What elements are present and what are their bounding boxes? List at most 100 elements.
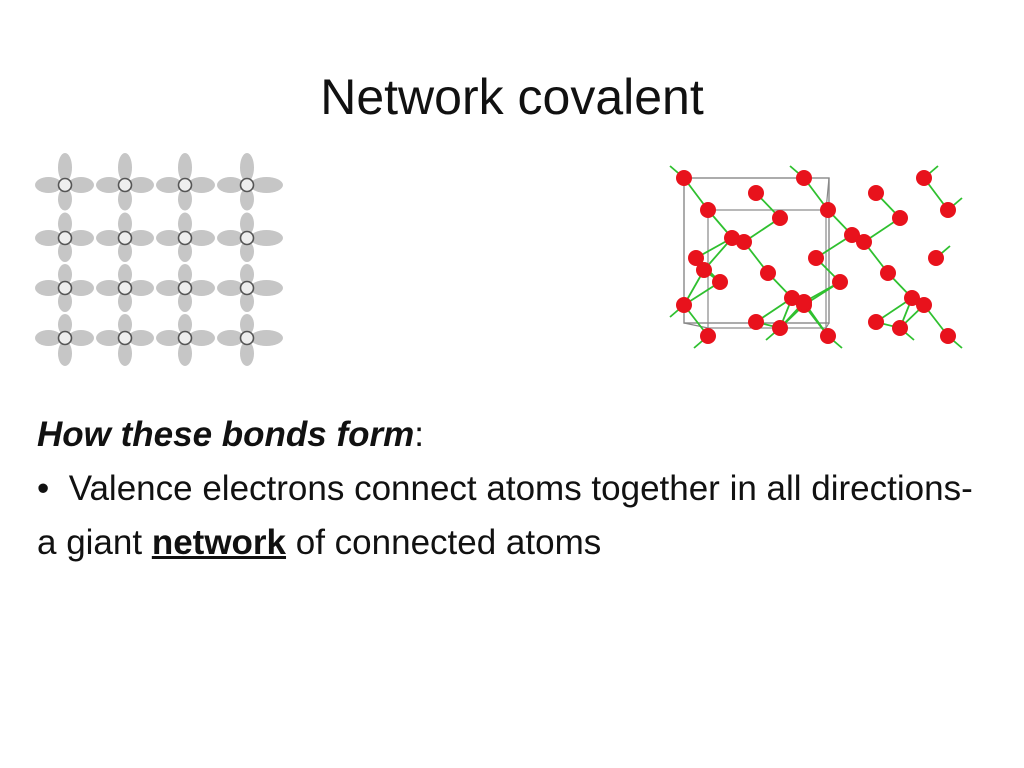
orbital-lobe	[188, 280, 215, 296]
crystal-structure-diagram	[669, 165, 963, 349]
crystal-atom	[844, 227, 860, 243]
orbital-lobe	[156, 280, 182, 296]
crystal-atom	[868, 185, 884, 201]
orbital-lobe	[240, 291, 254, 312]
orbital-lobe	[250, 330, 283, 346]
lattice-atom	[177, 177, 193, 193]
orbital-lobe	[178, 241, 192, 262]
crystal-atom	[868, 314, 884, 330]
crystal-atom	[904, 290, 920, 306]
lattice-atom	[117, 280, 133, 296]
orbital-lobe	[96, 280, 122, 296]
orbital-lobe	[118, 341, 132, 366]
lattice-atom	[177, 330, 193, 346]
orbital-lobe	[118, 264, 132, 285]
orbital-lobe	[178, 264, 192, 285]
crystal-atom	[712, 274, 728, 290]
orbital-lobe	[68, 177, 94, 193]
orbital-lobe	[240, 188, 254, 211]
orbital-lobe	[68, 230, 94, 246]
crystal-atom	[892, 320, 908, 336]
orbital-lobe	[35, 280, 62, 296]
lattice-atom	[239, 177, 255, 193]
crystal-atom	[688, 250, 704, 266]
orbital-lobe	[217, 230, 244, 246]
crystal-atom	[772, 210, 788, 226]
crystal-atom	[832, 274, 848, 290]
orbital-lobe	[188, 230, 215, 246]
crystal-atom	[820, 202, 836, 218]
crystal-atom	[940, 328, 956, 344]
lattice-atom	[239, 230, 255, 246]
orbital-lobe	[240, 212, 254, 235]
orbital-lobe	[58, 314, 72, 335]
lattice-atom	[177, 280, 193, 296]
orbital-lobe	[178, 212, 192, 235]
orbital-lobe	[35, 230, 62, 246]
lattice-atom	[117, 330, 133, 346]
orbital-lobe	[156, 230, 182, 246]
crystal-atom	[700, 202, 716, 218]
crystal-atom	[676, 170, 692, 186]
orbital-lobe	[118, 241, 132, 262]
orbital-lobe	[217, 177, 244, 193]
bullet-item: • Valence electrons connect atoms togeth…	[37, 462, 997, 570]
lattice-atom	[57, 280, 73, 296]
lattice-atom	[117, 230, 133, 246]
orbital-lobe	[58, 341, 72, 366]
crystal-atom	[696, 262, 712, 278]
lattice-atom	[117, 177, 133, 193]
orbital-lobe	[96, 177, 122, 193]
orbital-lobe	[96, 230, 122, 246]
crystal-atom	[928, 250, 944, 266]
lattice-atom	[57, 330, 73, 346]
crystal-atoms	[676, 170, 956, 344]
orbital-lobe	[240, 264, 254, 285]
orbital-lobe	[178, 153, 192, 182]
orbital-lobe	[35, 330, 62, 346]
crystal-atom	[892, 210, 908, 226]
orbital-lobe	[68, 280, 94, 296]
orbital-lobe	[250, 177, 283, 193]
bullet-marker: •	[37, 469, 50, 508]
orbital-lobe	[240, 314, 254, 335]
crystal-atom	[916, 297, 932, 313]
crystal-atom	[940, 202, 956, 218]
orbital-lobe	[58, 291, 72, 312]
orbital-lobe	[118, 153, 132, 182]
crystal-atom	[760, 265, 776, 281]
orbital-lobe	[58, 212, 72, 235]
orbital-lobe	[178, 314, 192, 335]
orbital-lobe	[240, 341, 254, 366]
unit-cell-edge	[825, 322, 830, 329]
unit-cell-edge	[683, 322, 709, 329]
crystal-atom	[820, 328, 836, 344]
orbital-lobe	[240, 241, 254, 262]
bullet-emphasis: network	[151, 523, 287, 562]
orbital-lobe	[118, 188, 132, 211]
lattice-atom	[177, 230, 193, 246]
orbital-lobe	[217, 330, 244, 346]
orbital-lobe	[58, 264, 72, 285]
crystal-atom	[808, 250, 824, 266]
lattice-atoms	[57, 177, 255, 346]
lattice-orbitals	[35, 153, 283, 366]
body-text: How these bonds form: • Valence electron…	[37, 408, 997, 570]
orbital-lobe	[96, 330, 122, 346]
crystal-atom	[916, 170, 932, 186]
crystal-atom	[736, 234, 752, 250]
heading-colon: :	[414, 415, 424, 454]
bullet-text-end: of connected atoms	[295, 523, 602, 562]
crystal-atom	[748, 185, 764, 201]
orbital-lobe	[128, 230, 154, 246]
orbital-lobe	[118, 314, 132, 335]
lattice-diagram	[35, 153, 283, 366]
crystal-atom	[748, 314, 764, 330]
orbital-lobe	[217, 280, 244, 296]
crystal-atom	[772, 320, 788, 336]
orbital-lobe	[128, 280, 154, 296]
orbital-lobe	[128, 330, 154, 346]
orbital-lobe	[128, 177, 154, 193]
lattice-atom	[57, 177, 73, 193]
